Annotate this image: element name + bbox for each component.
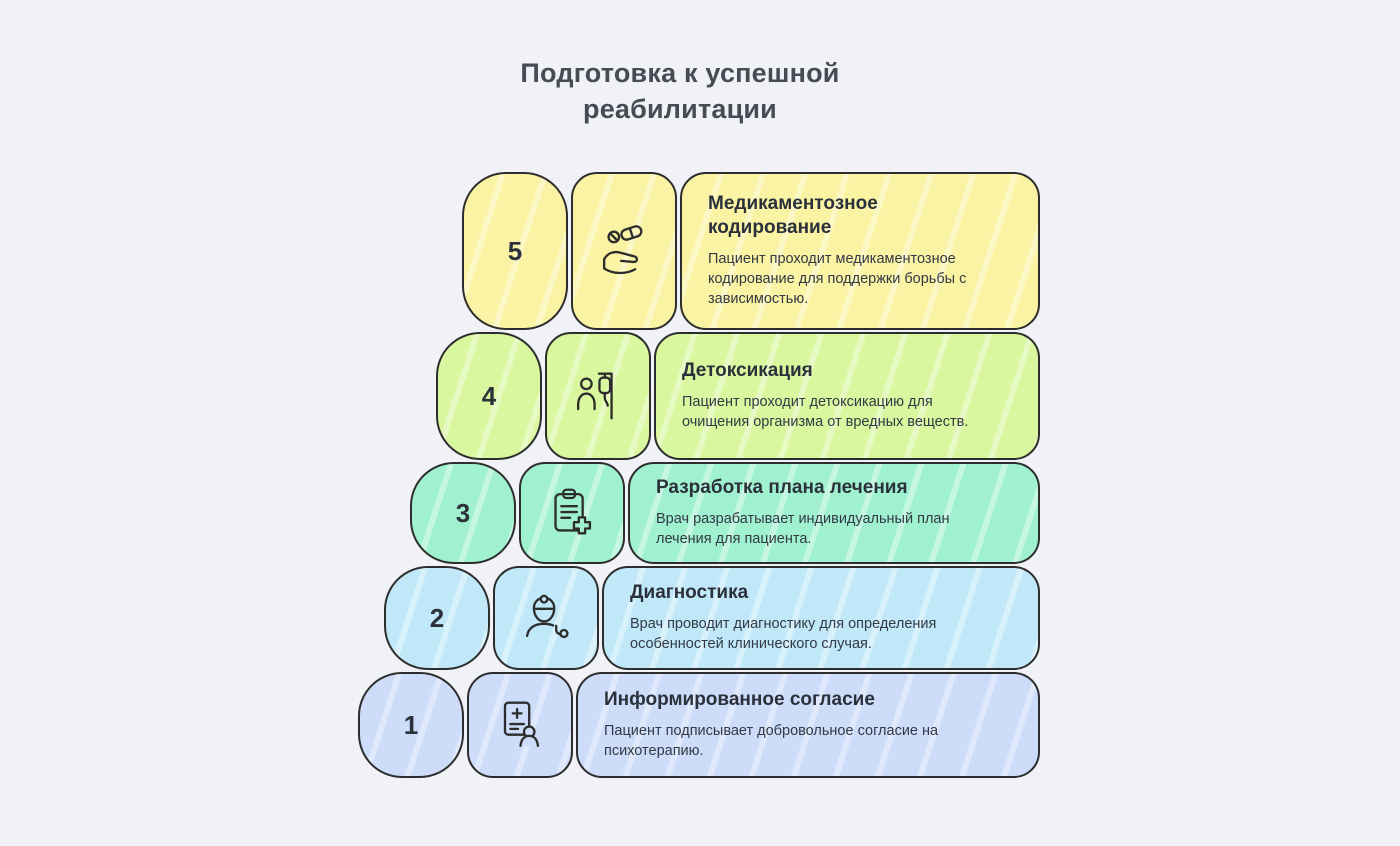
step-title: Медикаментозное кодирование [708, 193, 878, 239]
clipboard-plus-icon [519, 462, 625, 564]
page-title: Подготовка к успешной реабилитации [520, 58, 840, 124]
iv-drip-icon [545, 332, 651, 460]
step-row: 1 Информированное согласие Пациент подпи… [358, 672, 1040, 778]
step-description: Пациент проходит медикаментозное кодиров… [708, 250, 967, 308]
step-title: Диагностика [630, 582, 749, 604]
step-number-label: 1 [403, 709, 419, 740]
step-number-capsule: 5 [462, 172, 568, 330]
step-content: Диагностика Врач проводит диагностику дл… [602, 566, 1040, 670]
step-title: Детоксикация [682, 360, 813, 382]
step-description: Пациент проходит детоксикацию для очищен… [682, 394, 969, 431]
step-content: Детоксикация Пациент проходит детоксикац… [654, 332, 1040, 460]
step-description: Пациент подписывает добровольное согласи… [604, 723, 939, 760]
step-number-label: 2 [429, 602, 445, 633]
step-number-capsule: 4 [436, 332, 542, 460]
document-person-icon [467, 672, 573, 778]
step-row: 5 Медикаментозное кодирование Пациент пр… [462, 172, 1040, 330]
step-number-label: 3 [455, 497, 471, 528]
step-number-capsule: 3 [410, 462, 516, 564]
step-content: Медикаментозное кодирование Пациент прох… [680, 172, 1040, 330]
step-title: Разработка плана лечения [656, 477, 908, 499]
step-number-capsule: 1 [358, 672, 464, 778]
step-number-capsule: 2 [384, 566, 490, 670]
step-description: Врач проводит диагностику для определени… [630, 616, 937, 653]
step-row: 2 Диагностика Врач проводит диагностику … [384, 566, 1040, 670]
pills-hand-icon [571, 172, 677, 330]
step-row: 4 Детоксикация Пациент проходит детоксик… [436, 332, 1040, 460]
step-content: Информированное согласие Пациент подписы… [576, 672, 1040, 778]
step-title: Информированное согласие [604, 689, 875, 711]
step-content: Разработка плана лечения Врач разрабатыв… [628, 462, 1040, 564]
step-row: 3 Разработка плана лечения Врач разрабат… [410, 462, 1040, 564]
doctor-icon [493, 566, 599, 670]
step-description: Врач разрабатывает индивидуальный план л… [656, 511, 950, 548]
step-number-label: 4 [481, 380, 497, 411]
step-number-label: 5 [507, 235, 523, 266]
